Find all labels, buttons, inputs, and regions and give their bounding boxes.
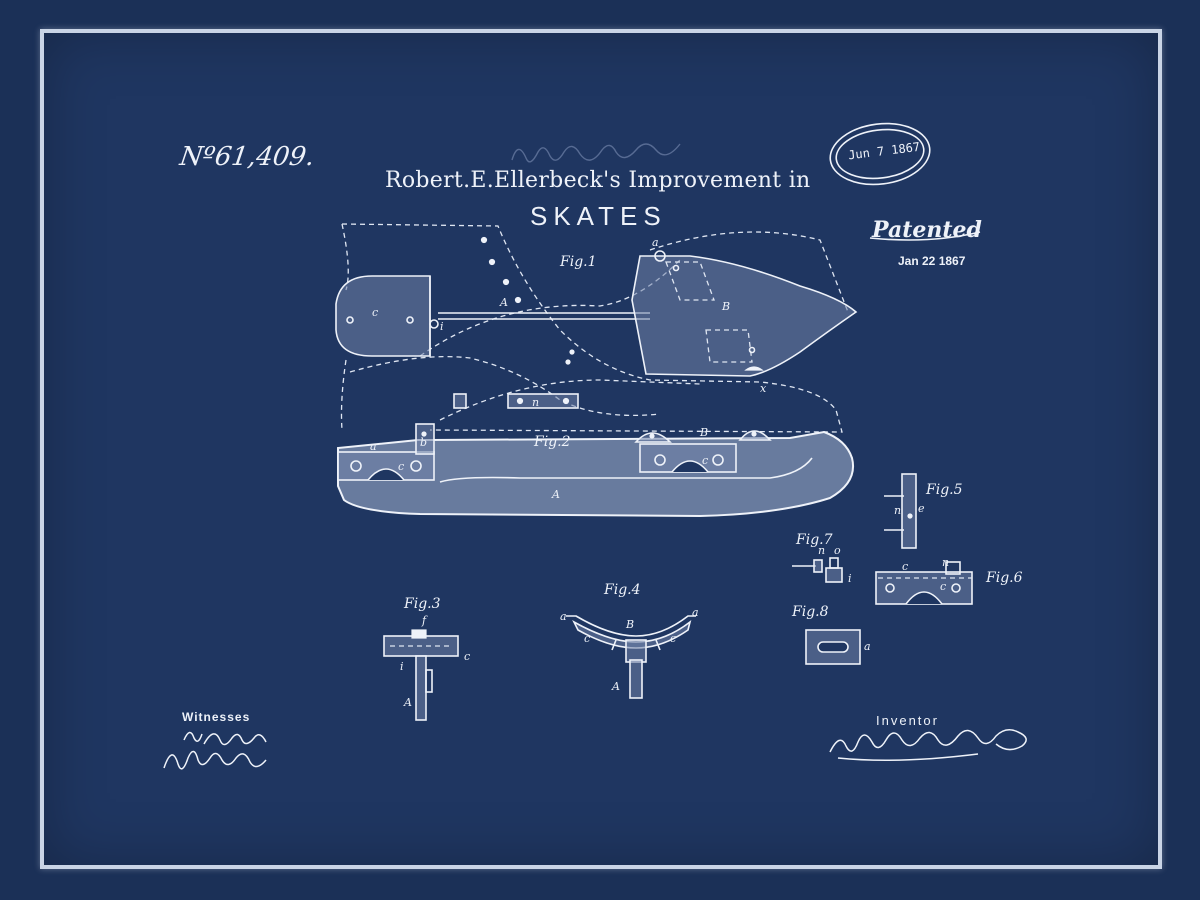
fig3-label-f: f [421,614,428,627]
part-label-B-toe: B [721,300,730,313]
part-label-i: i [440,320,444,333]
part-label-B-blade: B [699,426,708,439]
fig3-label-i: i [400,660,404,673]
patent-title: Robert.E.Ellerbeck's Improvement in [385,168,811,193]
fig3-clamp-section [383,629,459,721]
fig7-label: Fig.7 [795,532,833,548]
part-label-a-toe: a [652,236,659,249]
fig4-label: Fig.4 [603,582,641,598]
fig7-label-o: o [834,544,841,557]
faint-signature-watermark [511,143,681,163]
part-label-b-heel: b [420,436,427,449]
fig5-label-e: e [918,502,925,515]
patent-office-stamp [829,122,931,186]
heel-clamp [335,275,439,357]
toe-clamp [631,250,858,377]
fig5-label: Fig.5 [925,482,963,498]
patented-label: Patented [872,217,982,243]
fig1-label: Fig.1 [559,254,597,270]
inventor-signature [829,729,1027,761]
fig4-label-a-right: a [692,606,699,619]
witness-signatures [163,731,267,770]
fig4-label-c-right: c [670,632,676,645]
fig8-label-a: a [864,640,871,653]
fig4-label-A: A [611,680,620,693]
connecting-rod [438,312,650,320]
part-label-A-rod: A [499,296,508,309]
fig3-label-A: A [403,696,412,709]
small-clip-parts [453,393,579,409]
fig7-label-n: n [818,544,825,557]
patented-date: Jan 22 1867 [898,254,966,268]
fig8-label: Fig.8 [791,604,829,620]
part-label-c-heel: c [372,306,378,319]
patent-subtitle: SKATES [530,201,667,231]
fig6-label-n: n [942,556,949,569]
part-label-a-heel: a [370,440,377,453]
fig5-label-n: n [894,504,901,517]
fig6-label: Fig.6 [985,570,1023,586]
fig4-label-a-left: a [560,610,567,623]
patented-flourish [869,231,981,241]
fig4-cross-section [566,615,696,699]
inventor-label: Inventor [876,713,939,728]
part-label-c-toe: c [702,454,708,467]
fig3-label: Fig.3 [403,596,441,612]
patent-number: Nº61,409. [177,142,317,172]
part-label-c-blade: c [398,460,404,473]
fig6-label-c-lower: c [940,580,946,593]
witnesses-label: Witnesses [182,710,251,724]
fig5-upright-bar [884,473,917,549]
fig6-stock-plate [875,561,973,605]
fig3-label-c: c [464,650,470,663]
part-label-A-blade: A [551,488,560,501]
part-label-x: x [760,382,767,395]
part-label-n: n [532,396,539,409]
fig8-slot-plate [805,629,861,665]
fig2-skate-blade [337,423,854,518]
fig4-label-c-left: c [584,632,590,645]
fig6-label-c: c [902,560,908,573]
fig4-label-B: B [625,618,634,631]
fig7-screw-detail [792,557,843,583]
fig7-label-i: i [848,572,852,585]
fig2-label: Fig.2 [533,434,571,450]
